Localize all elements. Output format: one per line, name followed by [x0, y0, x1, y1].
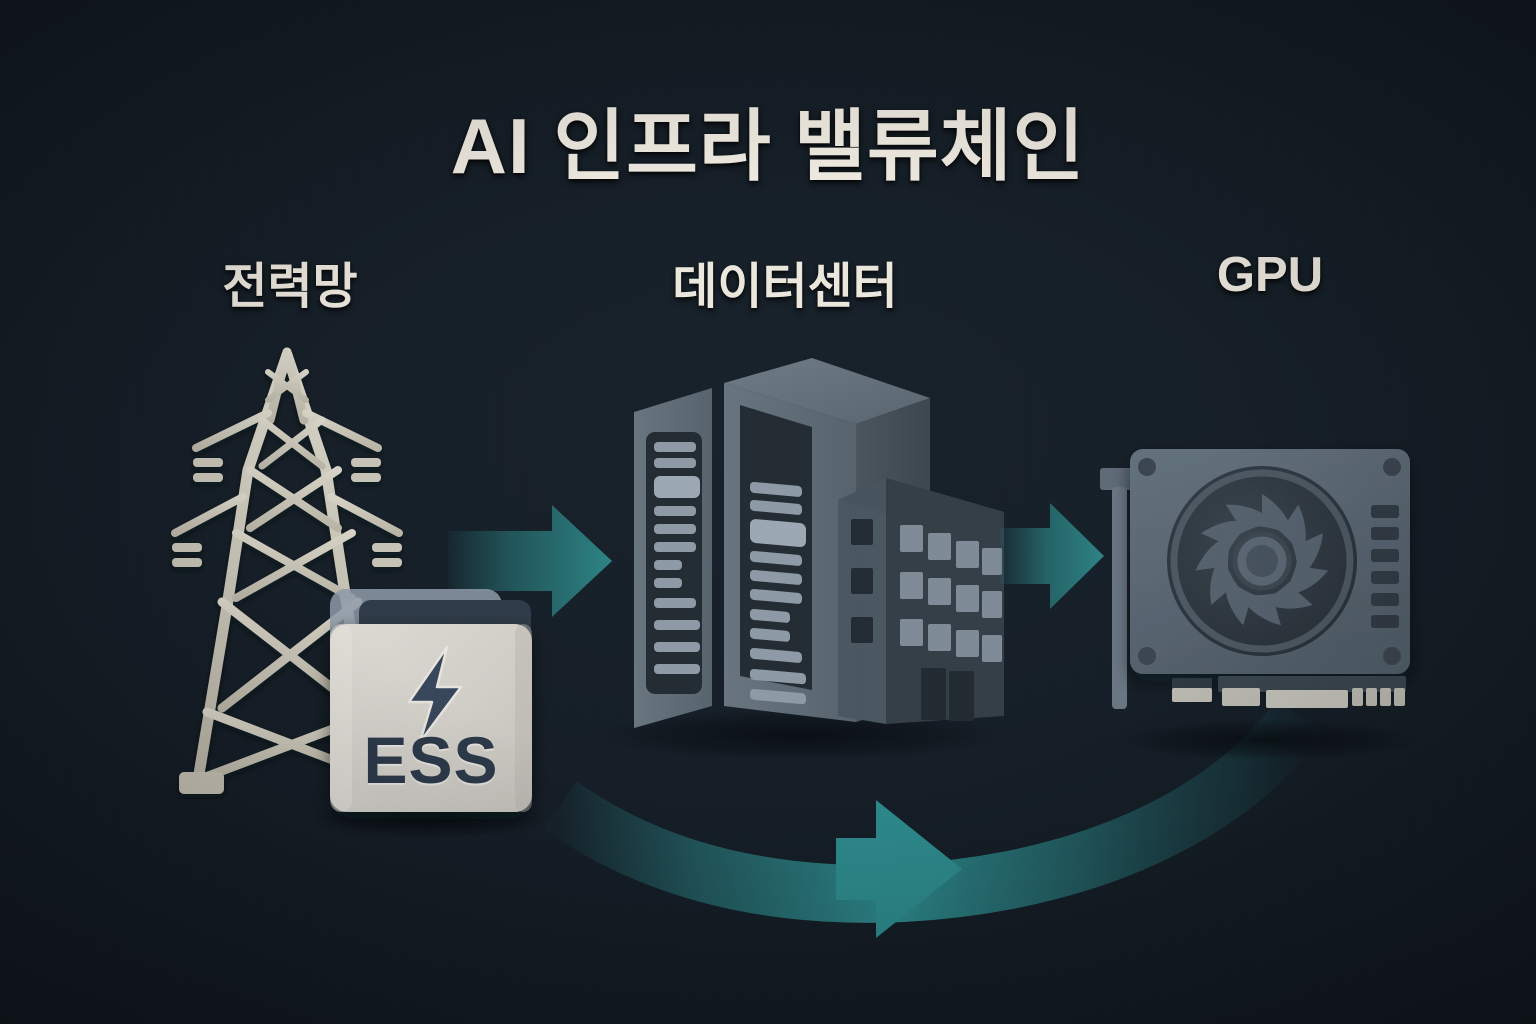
gpu-vent-slots: [1371, 505, 1399, 628]
building-side-windows: [851, 519, 873, 643]
ess-badge-label: ESS: [363, 723, 499, 797]
graphics-card-icon: [1100, 449, 1418, 760]
page-title: AI 인프라 밸류체인: [450, 102, 1086, 190]
gpu-screws: [1138, 458, 1401, 665]
server-slot-group: [654, 442, 700, 674]
stage-label-datacenter: 데이터센터: [672, 260, 898, 314]
server-rack-1: [634, 388, 712, 728]
building-entrance: [921, 668, 974, 721]
ess-battery-icon: [312, 589, 548, 838]
server-rack-2: [724, 358, 930, 722]
flow-grid-to-datacenter: [448, 505, 612, 617]
office-building-icon: [838, 478, 1004, 724]
flow-datacenter-to-gpu: [1000, 503, 1104, 609]
lightning-bolt-icon: [407, 645, 463, 744]
gpu-pcie-connector: [1172, 676, 1406, 708]
building-front-windows: [900, 525, 1002, 662]
flow-gpu-feedback-loop: [543, 698, 1324, 938]
stage-label-gpu: GPU: [1216, 248, 1324, 302]
stage-label-grid: 전력망: [222, 260, 358, 314]
gpu-fan-icon: [1167, 466, 1357, 656]
transmission-tower-icon: [169, 347, 405, 794]
server-racks-icon: [595, 358, 1005, 761]
